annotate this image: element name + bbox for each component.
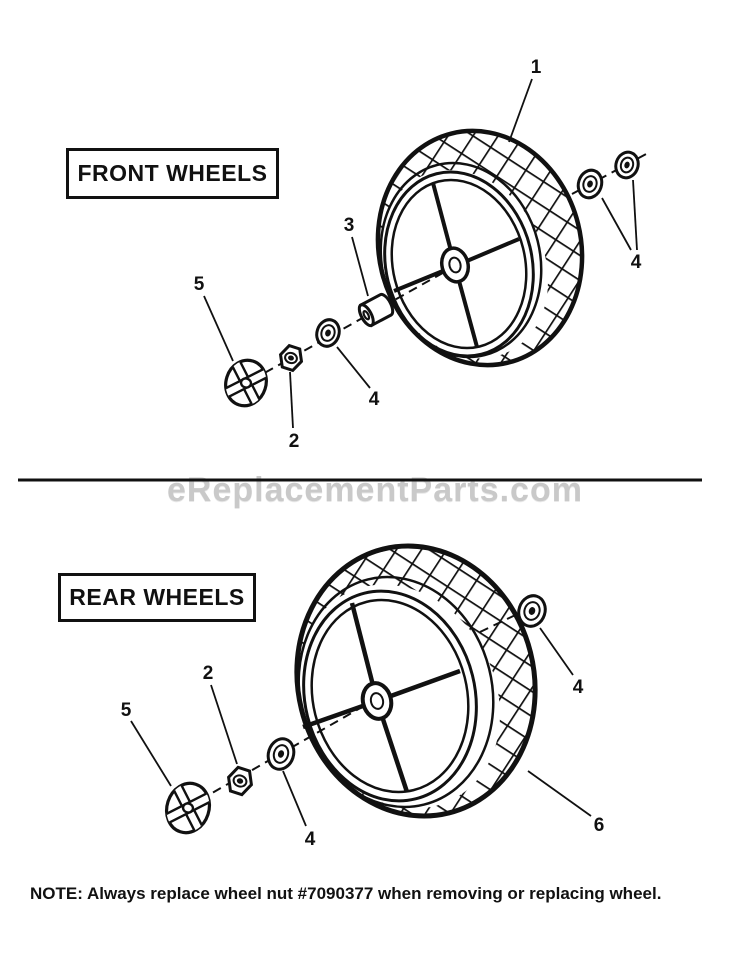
front-washer-right-outer [614,150,640,180]
front-wheel-hub [439,246,471,284]
front-callout-wheel: 1 [531,57,542,78]
watermark-text: eReplacementParts.com [167,471,583,509]
front-callout-nut: 2 [289,431,300,452]
rear-wheel [294,543,538,819]
rear-callout-nut: 2 [203,663,214,684]
rear-wheel-nut [227,765,253,797]
note-text: NOTE: Always replace wheel nut #7090377 … [30,884,662,903]
front-wheel-nut [278,343,304,373]
rear-wheel-assembly: 2 4 4 5 6 [121,543,605,850]
rear-callout-washer-left: 4 [305,829,316,850]
front-leader-lines [203,78,638,429]
rear-washer-right [517,594,547,628]
rear-callout-wheel: 6 [594,815,605,836]
front-callout-washer-left: 4 [369,389,380,410]
rear-callout-hubcap: 5 [121,700,132,721]
rear-hubcap [161,781,215,835]
front-callout-washers-right: 4 [631,252,642,273]
rear-washer-left [266,737,296,771]
front-hubcap [220,357,272,409]
front-wheel [375,128,585,368]
rear-callout-washer-right: 4 [573,677,584,698]
front-washer-left [315,318,341,348]
front-wheels-title: FRONT WHEELS [66,148,279,199]
front-spacer [357,292,395,328]
front-callout-hubcap: 5 [194,274,205,295]
front-washer-right-inner [576,168,604,200]
front-wheel-assembly: 1 2 3 4 4 5 [194,57,649,452]
rear-wheels-title: REAR WHEELS [58,573,256,622]
rear-leader-lines [130,627,592,827]
front-callout-spacer: 3 [344,215,355,236]
rear-wheel-hub [360,681,394,721]
